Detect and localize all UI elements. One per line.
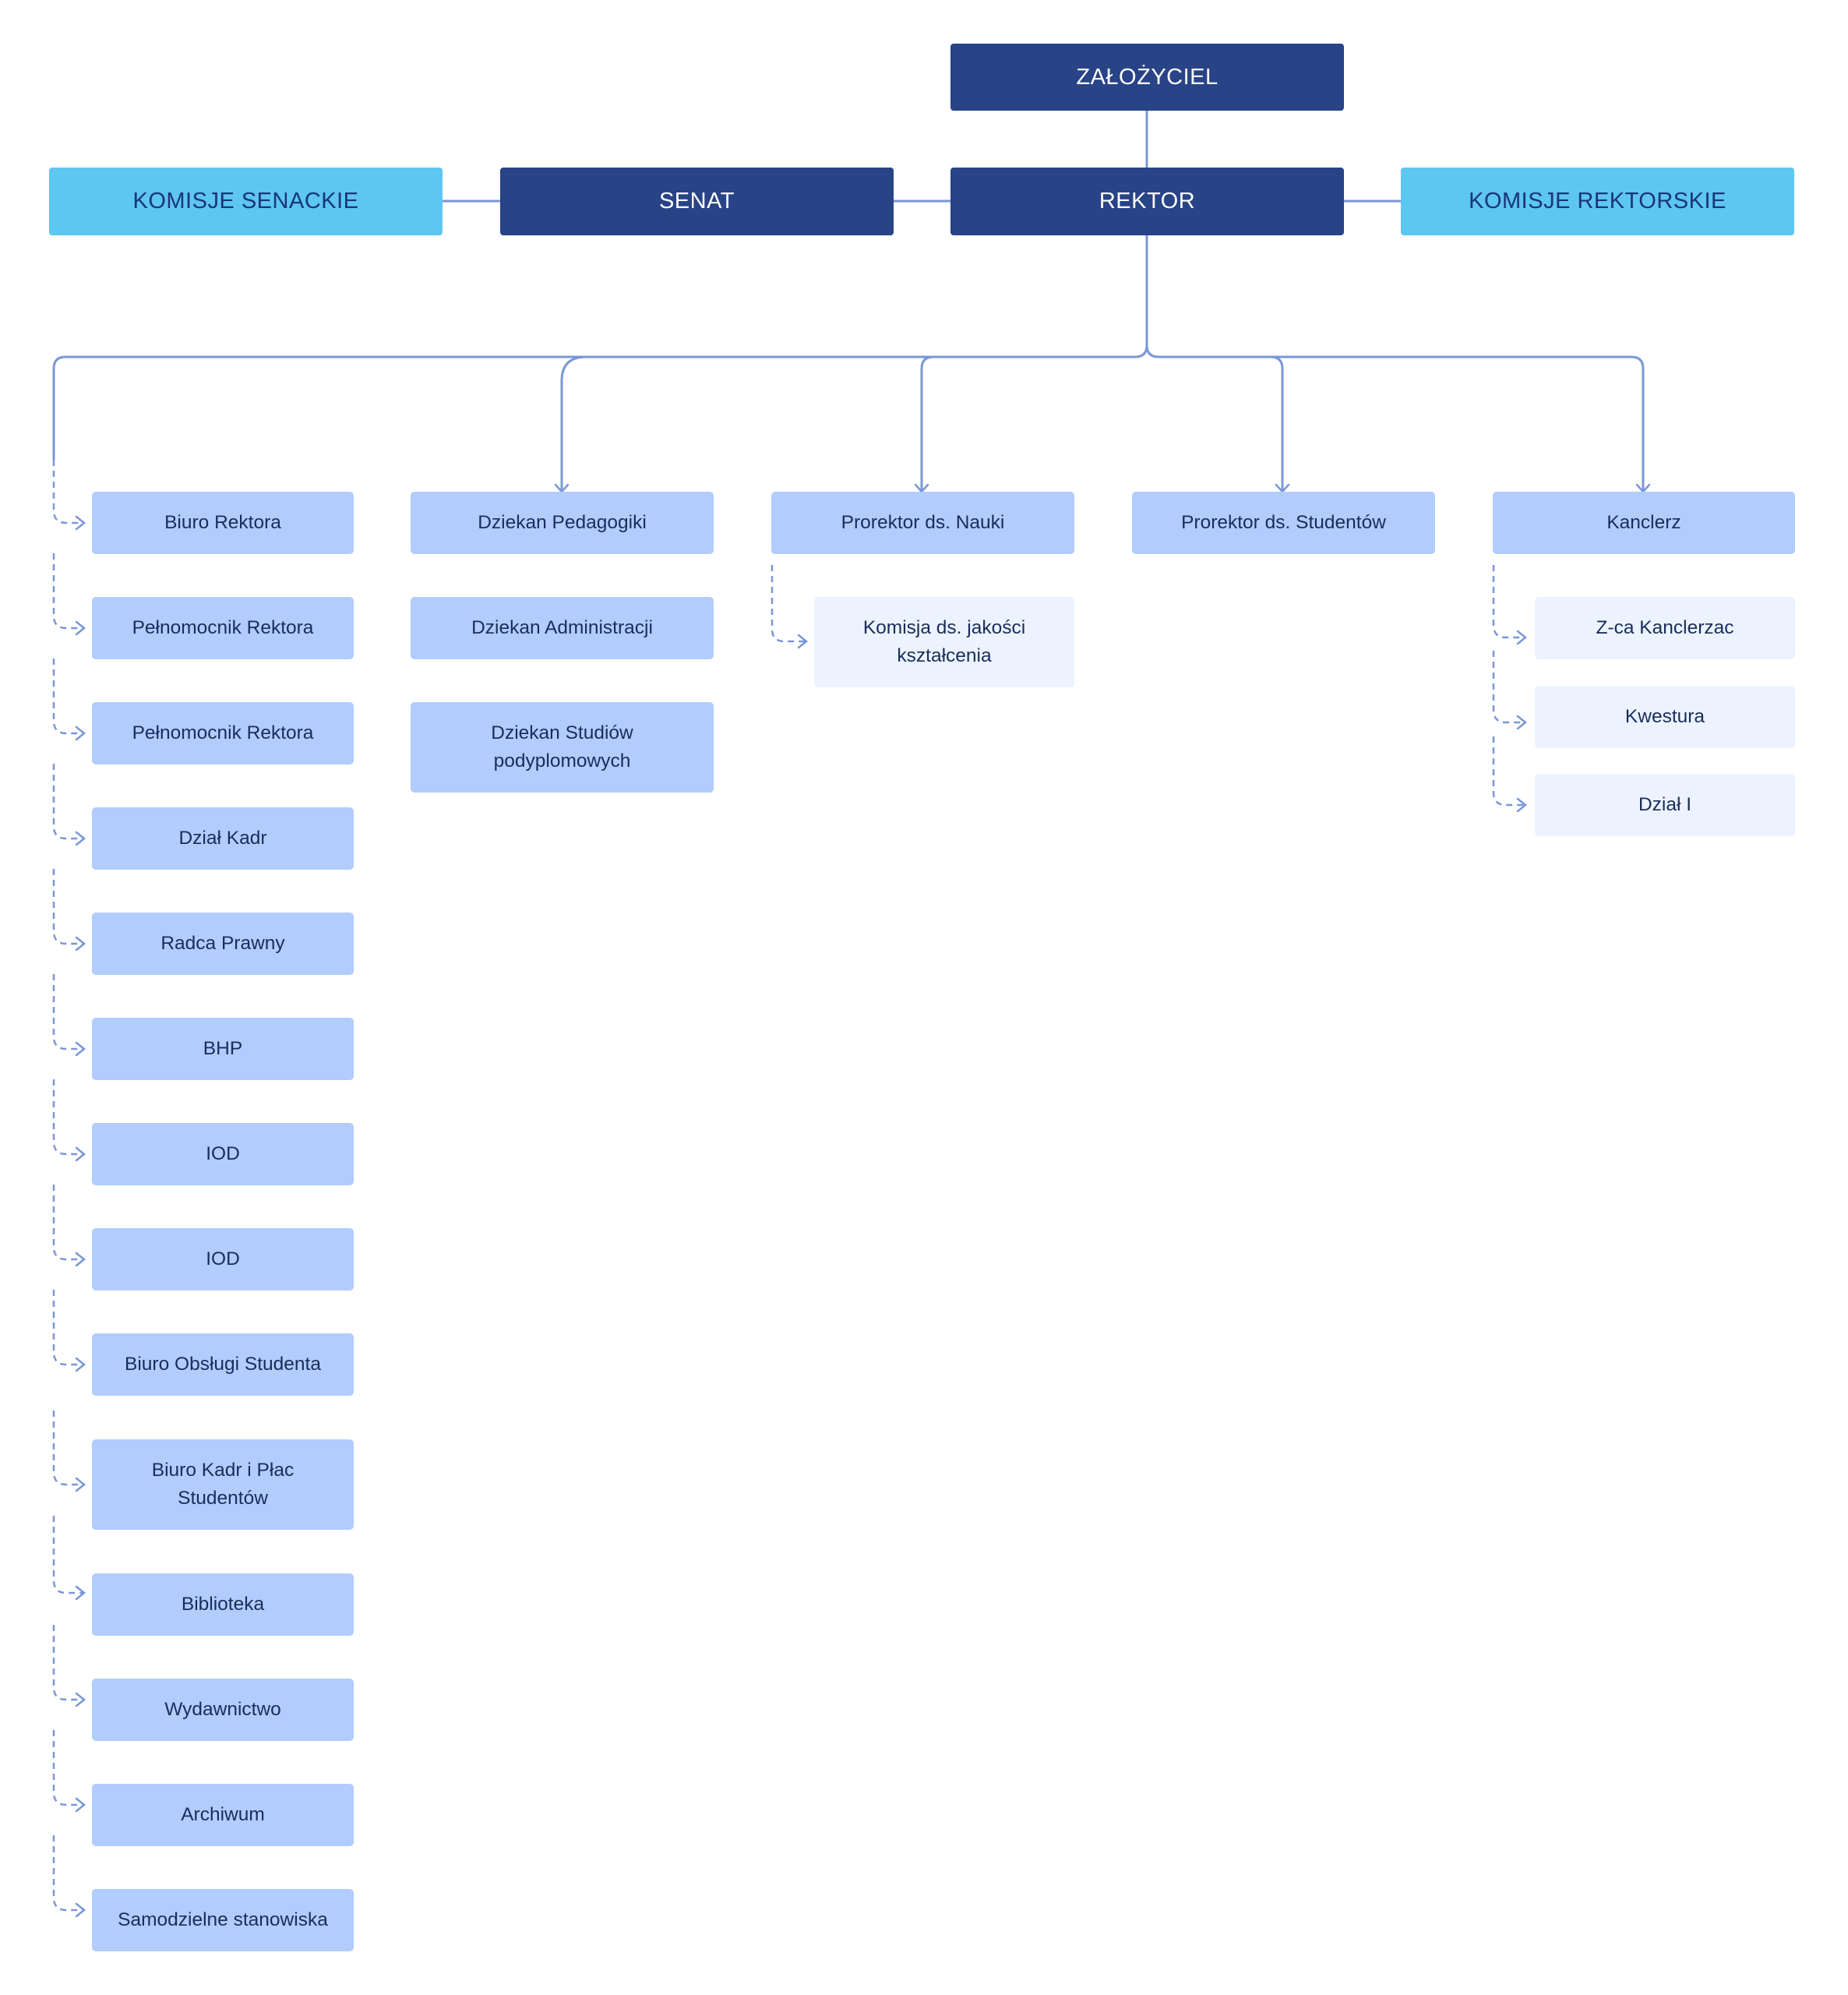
unit-z-ca-kanclerzac: Z-ca Kanclerzac	[1535, 597, 1795, 659]
unit-dziekan-studiow-podyplomowych: Dziekan Studiów podyplomowych	[411, 702, 714, 793]
unit-prorektor-ds-nauki: Prorektor ds. Nauki	[771, 492, 1074, 554]
komisje-senackie-box: KOMISJE SENACKIE	[49, 168, 443, 235]
unit-wydawnictwo: Wydawnictwo	[92, 1679, 354, 1741]
unit-kanclerz: Kanclerz	[1493, 492, 1795, 554]
unit-archiwum: Archiwum	[92, 1784, 354, 1846]
unit-biuro-kadr-i-plac-studentow: Biuro Kadr i Płac Studentów	[92, 1439, 354, 1530]
komisje-rektorskie-box: KOMISJE REKTORSKIE	[1401, 168, 1794, 235]
unit-dziekan-pedagogiki: Dziekan Pedagogiki	[411, 492, 714, 554]
zalozyciel-box: ZAŁOŻYCIEL	[950, 44, 1344, 111]
unit-radca-prawny: Radca Prawny	[92, 913, 354, 975]
unit-samodzielne-stanowiska: Samodzielne stanowiska	[92, 1889, 354, 1951]
unit-dzial-i: Dział I	[1535, 774, 1795, 836]
unit-pelnomocnik-rektora-1: Pełnomocnik Rektora	[92, 597, 354, 659]
unit-dziekan-administracji: Dziekan Administracji	[411, 597, 714, 659]
unit-biuro-rektora: Biuro Rektora	[92, 492, 354, 554]
rektor-box: REKTOR	[950, 168, 1344, 235]
unit-dzial-kadr: Dział Kadr	[92, 807, 354, 870]
unit-komisja-ds-jakosci-ksztalcenia: Komisja ds. jakości kształcenia	[814, 597, 1074, 687]
unit-pelnomocnik-rektora-2: Pełnomocnik Rektora	[92, 702, 354, 764]
unit-biuro-obslugi-studenta: Biuro Obsługi Studenta	[92, 1333, 354, 1396]
unit-kwestura: Kwestura	[1535, 686, 1795, 748]
senat-box: SENAT	[500, 168, 894, 235]
unit-iod-1: IOD	[92, 1123, 354, 1185]
unit-biblioteka: Biblioteka	[92, 1573, 354, 1636]
unit-prorektor-ds-studentow: Prorektor ds. Studentów	[1132, 492, 1435, 554]
unit-bhp: BHP	[92, 1018, 354, 1080]
unit-iod-2: IOD	[92, 1228, 354, 1291]
